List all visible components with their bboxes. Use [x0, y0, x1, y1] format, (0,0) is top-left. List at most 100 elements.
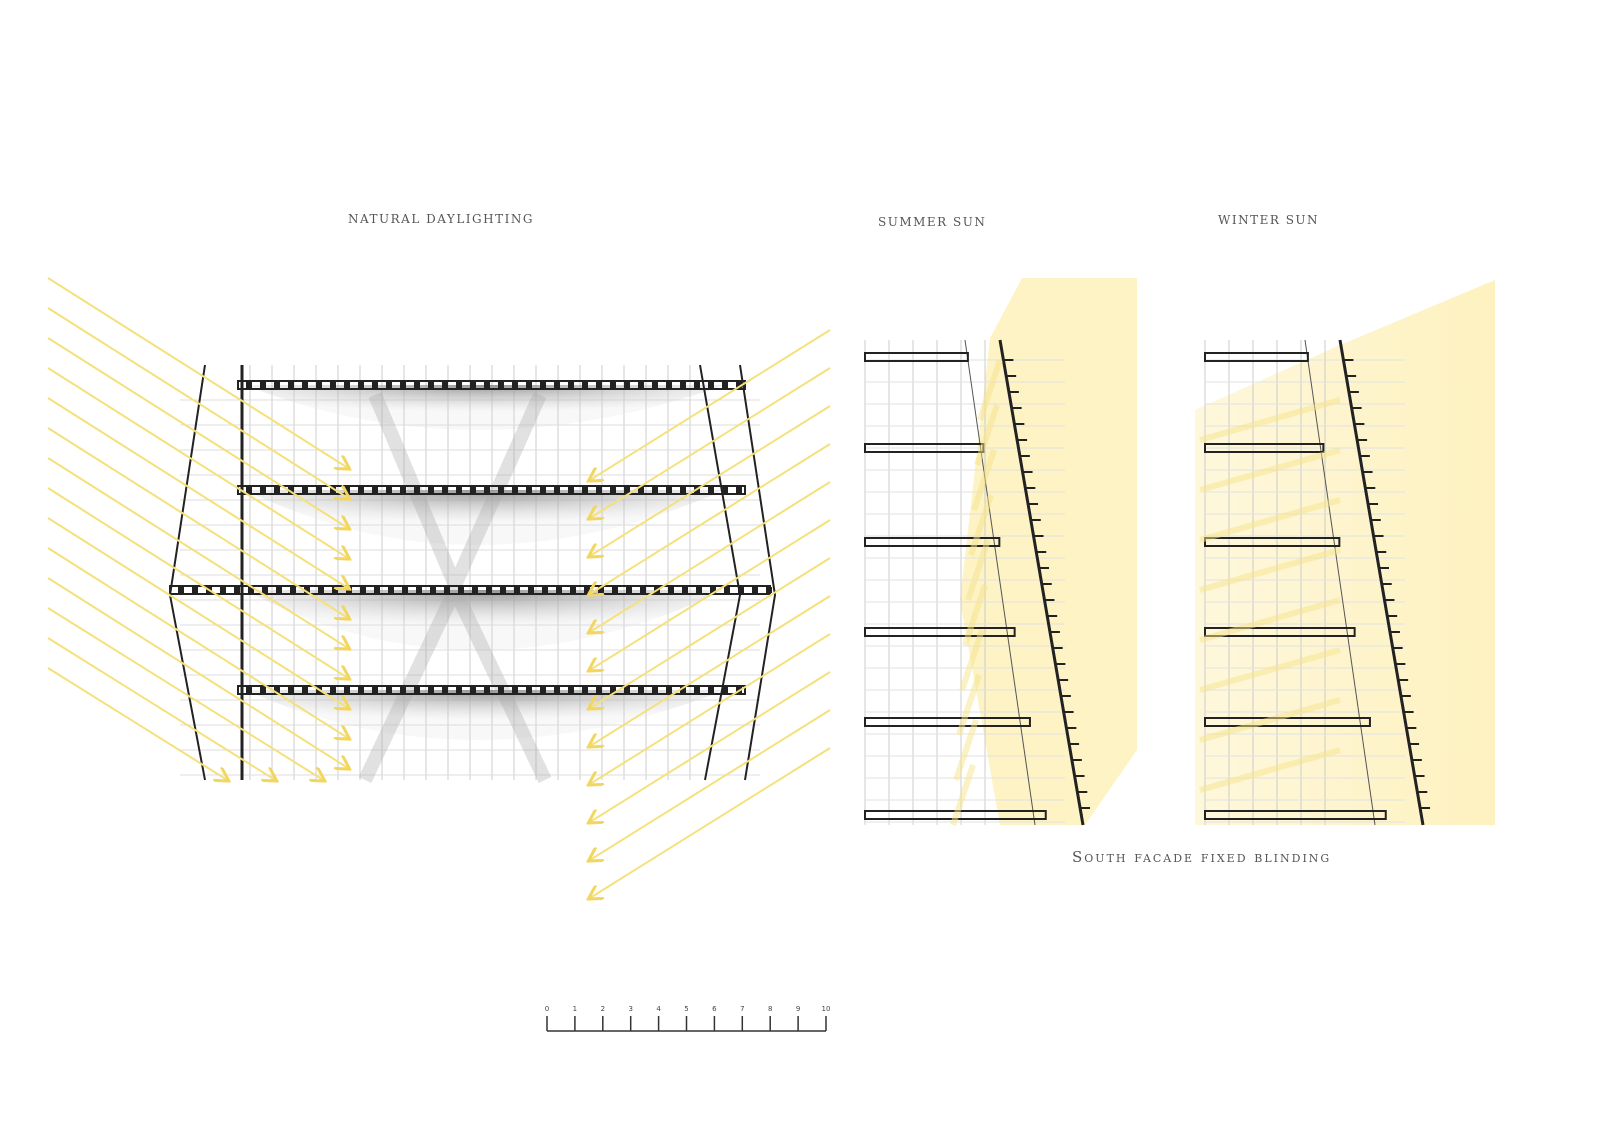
- slab-detail: [400, 487, 406, 493]
- scale-tick-label: 2: [601, 1005, 605, 1013]
- sun-ray: [977, 359, 1003, 421]
- floor-slab: [864, 352, 969, 362]
- slab-detail: [610, 382, 616, 388]
- light-shelf-shade: [245, 590, 725, 650]
- sun-ray-arrow: [47, 277, 348, 468]
- facade-mullion: [964, 339, 1036, 826]
- floor-slab: [237, 380, 746, 390]
- slab-detail: [638, 382, 644, 388]
- slab-detail: [708, 487, 714, 493]
- slab-detail: [428, 382, 434, 388]
- south-facade-caption: South facade fixed blinding: [1072, 848, 1332, 866]
- sun-ray: [950, 764, 976, 826]
- winter-sun-section: [1195, 280, 1495, 826]
- natural-daylighting-section: [47, 277, 831, 898]
- slab-detail: [568, 487, 574, 493]
- sun-ray-arrow: [47, 577, 348, 768]
- slab-detail: [582, 382, 588, 388]
- sun-ray: [956, 674, 982, 736]
- sun-ray-arrow: [590, 633, 831, 784]
- slab-detail: [386, 487, 392, 493]
- facade-mullion: [1304, 339, 1376, 826]
- slab-detail: [302, 382, 308, 388]
- sun-ray: [968, 494, 994, 556]
- slab-detail: [442, 687, 448, 693]
- winter-sun-title: Winter sun: [1218, 213, 1320, 227]
- slab-detail: [344, 382, 350, 388]
- slab-detail: [596, 382, 602, 388]
- slab-detail: [584, 587, 590, 593]
- slab-detail: [400, 687, 406, 693]
- sun-ray-arrow: [590, 519, 831, 670]
- slab-detail: [682, 587, 688, 593]
- slab-detail: [458, 587, 464, 593]
- slab-detail: [344, 687, 350, 693]
- slab-detail: [624, 687, 630, 693]
- sun-ray-arrow: [47, 547, 348, 738]
- slab-detail: [304, 587, 310, 593]
- light-shelf-shade: [245, 385, 725, 430]
- sun-ray: [971, 449, 997, 511]
- scale-tick-label: 10: [822, 1005, 831, 1013]
- slab-detail: [500, 587, 506, 593]
- sun-ray-arrow: [590, 671, 831, 822]
- sun-ray-arrow: [47, 337, 348, 528]
- slab-detail: [330, 487, 336, 493]
- slab-detail: [192, 587, 198, 593]
- slab-detail: [414, 382, 420, 388]
- slab-detail: [290, 587, 296, 593]
- slab-detail: [456, 487, 462, 493]
- slab-detail: [596, 687, 602, 693]
- floor-slab: [864, 537, 1001, 547]
- scale-tick-label: 5: [684, 1005, 688, 1013]
- floor-slab: [1204, 537, 1341, 547]
- slab-detail: [444, 587, 450, 593]
- slab-detail: [246, 687, 252, 693]
- sunlight-area: [960, 278, 1137, 825]
- slab-detail: [358, 687, 364, 693]
- slab-detail: [540, 382, 546, 388]
- slab-detail: [316, 382, 322, 388]
- slab-detail: [456, 382, 462, 388]
- slab-detail: [554, 687, 560, 693]
- slab-detail: [526, 382, 532, 388]
- slab-detail: [484, 687, 490, 693]
- slab-detail: [470, 687, 476, 693]
- sunlight-area: [1195, 280, 1495, 825]
- slab-detail: [526, 687, 532, 693]
- floor-slab: [864, 627, 1016, 637]
- slab-detail: [738, 587, 744, 593]
- slab-detail: [456, 687, 462, 693]
- slab-detail: [330, 382, 336, 388]
- slab-detail: [736, 487, 742, 493]
- slab-detail: [372, 382, 378, 388]
- scale-tick-label: 8: [768, 1005, 772, 1013]
- slab-detail: [680, 687, 686, 693]
- slab-detail: [400, 382, 406, 388]
- slab-detail: [470, 382, 476, 388]
- sun-ray: [953, 719, 979, 781]
- sun-ray-arrow: [47, 517, 348, 708]
- slab-detail: [568, 382, 574, 388]
- slab-detail: [610, 487, 616, 493]
- slab-detail: [414, 487, 420, 493]
- floor-slab: [1204, 352, 1309, 362]
- slab-detail: [668, 587, 674, 593]
- slab-detail: [372, 487, 378, 493]
- sun-ray: [1199, 547, 1341, 593]
- slab-detail: [274, 687, 280, 693]
- slab-detail: [498, 382, 504, 388]
- sun-ray: [1199, 497, 1341, 543]
- sun-ray-arrow: [47, 397, 348, 588]
- sun-ray: [1199, 747, 1341, 793]
- slab-detail: [694, 382, 700, 388]
- sun-ray: [959, 629, 985, 691]
- light-shelf-shade: [245, 690, 725, 740]
- slab-detail: [542, 587, 548, 593]
- slab-detail: [288, 487, 294, 493]
- sun-ray-arrow: [47, 667, 227, 780]
- floor-slab: [237, 685, 746, 695]
- slab-detail: [512, 382, 518, 388]
- slab-detail: [708, 382, 714, 388]
- slab-detail: [498, 687, 504, 693]
